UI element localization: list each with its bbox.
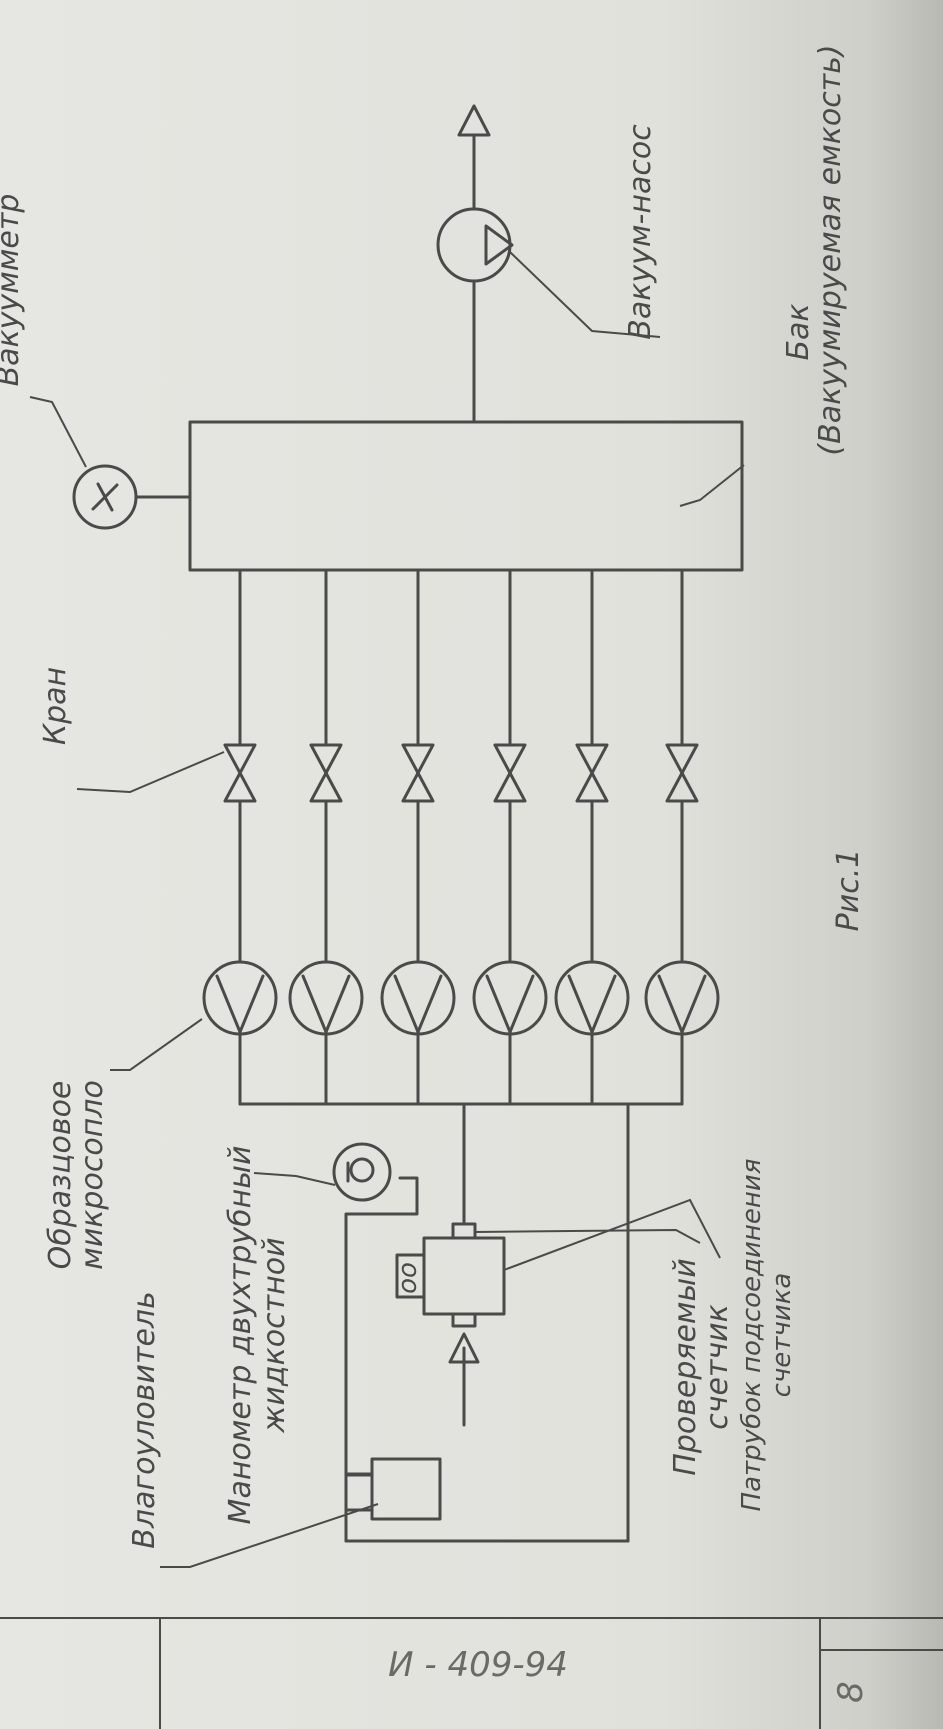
label-vacuum-gauge: Вакуумметр: [0, 194, 26, 387]
branch-2: [288, 568, 364, 1106]
label-tank-line1: Бак: [781, 303, 816, 360]
branch-1: [202, 568, 278, 1106]
test-meter-icon: [395, 1102, 506, 1427]
nozzle-icon: [380, 960, 456, 1036]
page-number: 8: [831, 1681, 871, 1703]
nozzle-icon: [288, 960, 364, 1036]
label-vacuum-pump: Вакуум-насос: [623, 124, 658, 340]
leader-lines: [29, 251, 745, 1568]
moisture-trap-icon: [344, 1176, 442, 1521]
nozzle-icon: [554, 960, 630, 1036]
label-tank-line2: (Вакуумируемая емкость): [813, 44, 848, 455]
vacuum-pump-icon: [436, 104, 514, 424]
label-pipe-line1: Патрубок подсоединения: [737, 1159, 767, 1512]
document-number: И - 409-94: [388, 1645, 568, 1685]
branch-5: [554, 568, 630, 1106]
label-valve: Кран: [38, 667, 73, 745]
label-meter-line1: Проверяемый: [668, 1258, 703, 1475]
nozzle-icon: [644, 960, 720, 1036]
label-manometer-line1: Манометр двухтрубный: [223, 1146, 258, 1525]
valve-icon: [493, 743, 527, 775]
collector-manifold: [238, 1102, 684, 1543]
manometer-icon: [332, 1142, 392, 1202]
valve-icon: [223, 743, 257, 775]
vacuum-tank: [188, 420, 744, 572]
label-moisture-trap: Влагоуловитель: [127, 1291, 162, 1549]
nozzle-icon: [472, 960, 548, 1036]
valve-icon: [401, 743, 435, 775]
branch-6: [644, 568, 720, 1106]
valve-icon: [665, 743, 699, 775]
label-manometer-line2: жидкостной: [257, 1237, 292, 1433]
valve-icon: [575, 743, 609, 775]
branch-3: [380, 568, 456, 1106]
label-meter-line2: счетчик: [700, 1304, 735, 1430]
valve-icon: [309, 743, 343, 775]
title-block: [0, 1617, 943, 1729]
meter-badge: оо: [393, 1262, 423, 1294]
label-nozzle-line1: Образцовое: [43, 1081, 78, 1270]
figure-caption: Рис.1: [831, 849, 866, 932]
label-pipe-line2: счетчика: [767, 1273, 797, 1398]
label-nozzle-line2: микросопло: [75, 1080, 110, 1270]
vacuum-gauge-icon: [72, 464, 192, 530]
nozzle-icon: [202, 960, 278, 1036]
branch-4: [472, 568, 548, 1106]
